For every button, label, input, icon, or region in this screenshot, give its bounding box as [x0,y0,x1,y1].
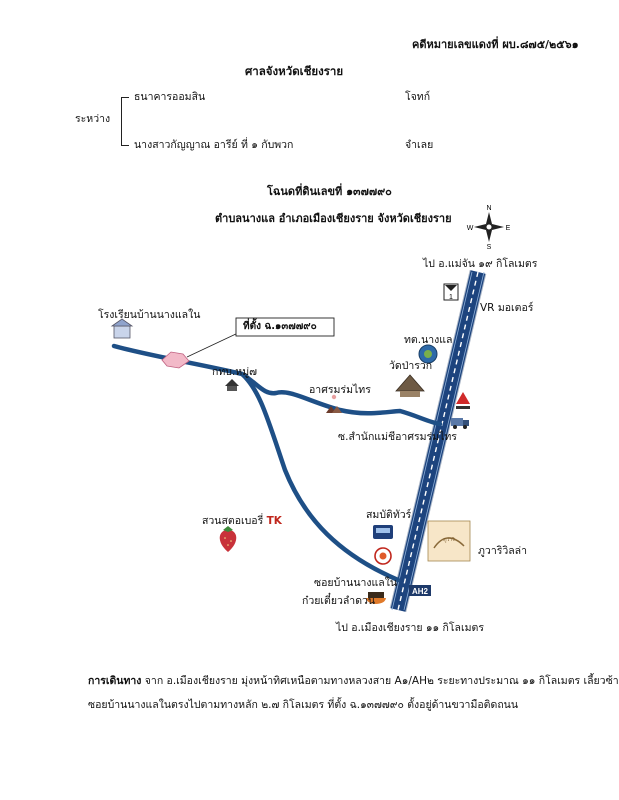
between-label: ระหว่าง [75,113,111,125]
defendant-role: จำเลย [405,139,434,151]
label-municipality: ทต.นางแล [404,334,453,346]
deed-title: โฉนดที่ดินเลขที่ ๑๓๗๗๙๐ [267,185,392,198]
deed-location: ตำบลนางแล อำเภอเมืองเชียงราย จังหวัดเชีย… [215,212,452,225]
bracket-bottom-tick [121,145,129,146]
bus-icon [373,525,393,539]
label-ashram: อาศรมร่มไทร [309,384,371,396]
villa-sign-icon [427,520,471,562]
municipality-logo-icon [418,344,438,364]
villa-sign-text: ภูวาริ [443,536,455,543]
directions-line-2: ซอยบ้านนางแลในตรงไปตามทางหลัก ๒.๗ กิโลเม… [88,699,519,711]
directions-text-1: จาก อ.เมืองเชียงราย มุ่งหน้าทิศเหนือตามท… [144,675,619,687]
label-site: ที่ตั้ง ฉ.๑๓๗๗๙๐ [243,321,317,332]
label-noodle-shop: ก๋วยเตี๋ยวลำดวน [302,595,376,607]
directions-label: การเดินทาง [88,675,142,687]
compass-s: S [487,244,492,251]
label-ashram-soi: ซ.สำนักแม่ชีอาศรมร่มไทร [338,431,457,443]
label-vr-motor: VR มอเตอร์ [480,302,534,314]
bracket-top-tick [121,97,129,98]
highway-number: 1 [449,294,453,301]
temple-icon [395,374,425,397]
road-soi-nanglae-nai [239,371,401,583]
strawberry-tk-text: TK [266,515,282,527]
ah2-shield-icon: AH2 [409,585,431,596]
label-sombat-tour: สมบัติทัวร์ [366,509,412,521]
defendant-name: นางสาวกัญญาณ อารีย์ ที่ ๑ กับพวก [134,139,294,151]
label-village-office: กทบ.หมู่๗ [212,366,258,378]
truck-icon [451,418,469,429]
directions-line-1: การเดินทาง จาก อ.เมืองเชียงราย มุ่งหน้าท… [88,675,619,688]
ah2-label: AH2 [412,587,429,596]
compass-rose-icon [474,212,504,242]
highway-number-sign: 1 [443,283,459,301]
noodle-bowl-icon [366,592,386,604]
ashram-icon [326,394,342,413]
school-icon [110,318,134,339]
site-marker-icon [161,351,190,369]
compass-e: E [506,225,511,232]
label-to-mae-chan: ไป อ.แม่จัน ๑๙ กิโลเมตร [423,258,538,270]
label-phu-ra-villa: ภูวาริวิลล่า [478,545,528,557]
label-temple: วัดป่ารวก [389,360,433,372]
plaintiff-name: ธนาคารออมสิน [134,91,206,103]
village-office-icon [225,379,239,391]
restaurant-logo-icon [374,547,392,565]
label-strawberry-garden: สวนสตอเบอรี่ TK [202,515,282,528]
site-label-box [235,317,335,337]
plaintiff-role: โจทก์ [405,91,431,103]
road-school-to-highway [111,343,443,427]
site-leader-line [186,332,239,358]
party-bracket [121,97,122,145]
case-number: คดีหมายเลขแดงที่ ผบ.๘๗๕/๒๕๖๑ [412,38,579,51]
label-soi-nanglae-nai: ซอยบ้านนางแลใน [314,577,398,589]
compass-n: N [486,205,491,212]
strawberry-icon [219,526,237,552]
vr-motor-logo-icon [456,392,470,409]
label-to-chiang-rai: ไป อ.เมืองเชียงราย ๑๑ กิโลเมตร [336,622,484,634]
label-school: โรงเรียนบ้านนางแลใน [98,309,201,321]
highway-a1 [389,270,487,612]
strawberry-garden-text: สวนสตอเบอรี่ [202,515,264,527]
compass-w: W [467,225,474,232]
court-name: ศาลจังหวัดเชียงราย [245,64,344,78]
